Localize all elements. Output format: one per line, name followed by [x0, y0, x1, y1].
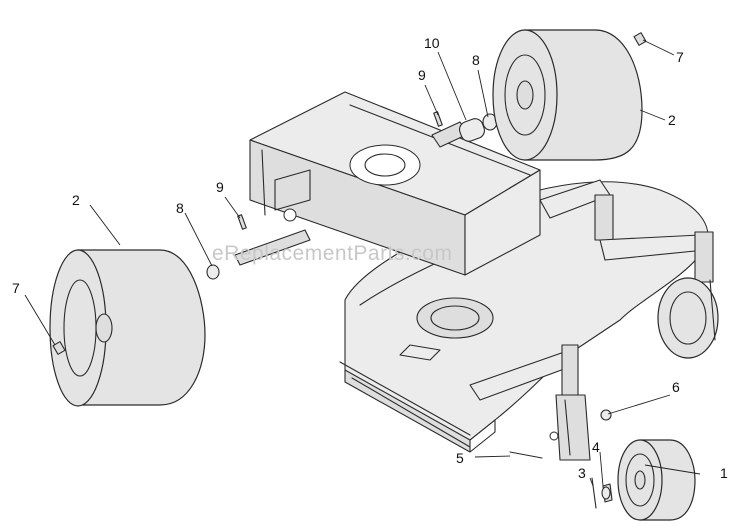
leader-lines [24, 39, 701, 487]
pin-left [237, 214, 247, 230]
rear-tire-right [492, 29, 643, 161]
front-caster-fork [469, 344, 591, 461]
axle-tube [234, 229, 311, 266]
caster-bearing [601, 486, 611, 500]
caster-wheel-front [617, 439, 696, 521]
main-frame [249, 91, 541, 276]
right-caster-mount [539, 179, 719, 359]
frame-opening [349, 144, 421, 186]
caster-wheel-right [657, 277, 719, 359]
callout-7-right: 7 [676, 49, 684, 65]
valve-stem-right [633, 32, 647, 46]
watermark-text: eReplacementParts.com [212, 242, 452, 265]
rear-hub-left [95, 313, 113, 343]
callout-8-left: 8 [176, 200, 184, 216]
pin-right [433, 111, 443, 127]
rear-hub-right [516, 80, 534, 110]
callout-8-right: 8 [472, 52, 480, 68]
rear-axle [206, 111, 498, 280]
callout-3: 3 [578, 465, 586, 481]
rear-tire-left [49, 249, 206, 407]
caster-spindle-right [694, 231, 714, 283]
callout-2-right: 2 [668, 112, 676, 128]
callout-10: 10 [424, 35, 440, 51]
callout-labels: 1 2 2 3 4 5 6 7 7 8 8 9 9 10 [12, 35, 728, 481]
callout-9-left: 9 [216, 179, 224, 195]
callout-2-left: 2 [72, 192, 80, 208]
callout-6: 6 [672, 379, 680, 395]
callout-1: 1 [720, 465, 728, 481]
washer-left [206, 264, 220, 280]
caster-bolt-5 [509, 451, 543, 459]
callout-7-left: 7 [12, 280, 20, 296]
callout-4: 4 [592, 439, 600, 455]
valve-stem-left [52, 341, 66, 355]
callout-9-right: 9 [418, 67, 426, 83]
caster-bolt-3 [591, 477, 597, 509]
deck-spindle [416, 297, 494, 339]
locknut-6 [600, 409, 612, 421]
callout-5: 5 [456, 450, 464, 466]
